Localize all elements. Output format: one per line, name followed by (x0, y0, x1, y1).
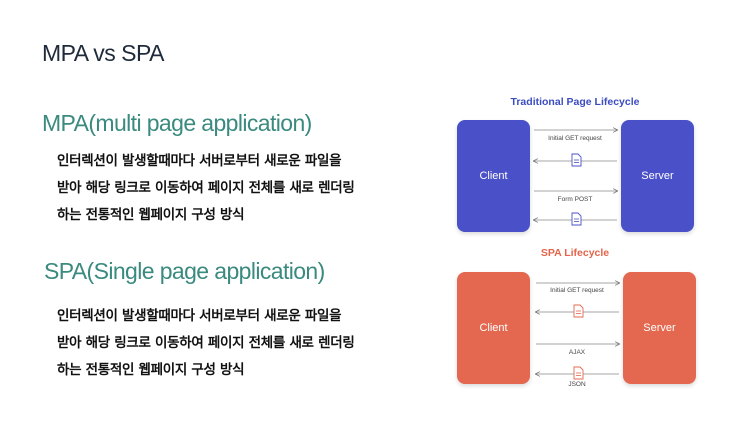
spa-heading: SPA(Single page application) (44, 258, 325, 284)
spa-description-line: 인터렉션이 발생할때마다 서버로부터 새로운 파일을 (57, 308, 342, 324)
html-file-icon (571, 153, 582, 167)
mpa-description-line: 받아 해당 링크로 이동하여 페이지 전체를 새로 렌더링 (57, 180, 355, 196)
spa-lifecycle-title: SPA Lifecycle (540, 247, 610, 259)
mpa-description-line: 하는 전통적인 웹페이지 구성 방식 (57, 207, 245, 223)
mpa-heading: MPA(multi page application) (42, 110, 312, 136)
json-file-icon (573, 366, 584, 380)
spa-description-line: 받아 해당 링크로 이동하여 페이지 전체를 새로 렌더링 (57, 335, 355, 351)
spa-description-line: 하는 전통적인 웹페이지 구성 방식 (57, 362, 245, 378)
spa-server-box: Server (623, 272, 696, 384)
html-file-icon (573, 304, 584, 318)
slide-title: MPA vs SPA (42, 40, 164, 66)
spa-server-label: Server (643, 322, 676, 334)
spa-client-label: Client (479, 322, 508, 334)
mpa-description: 인터렉션이 발생할때마다 서버로부터 새로운 파일을 받아 해당 링크로 이동하… (57, 148, 355, 229)
spa-client-box: Client (457, 272, 530, 384)
traditional-lifecycle-title: Traditional Page Lifecycle (510, 96, 640, 108)
spa-request-label: Initial GET request (550, 287, 604, 294)
traditional-client-box: Client (457, 120, 530, 232)
spa-description: 인터렉션이 발생할때마다 서버로부터 새로운 파일을 받아 해당 링크로 이동하… (57, 303, 355, 384)
spa-ajax-label: AJAX (568, 349, 586, 356)
traditional-server-box: Server (621, 120, 694, 232)
spa-json-label: JSON (568, 381, 586, 388)
html-file-icon (571, 212, 582, 226)
traditional-client-label: Client (479, 170, 508, 182)
traditional-post-label: Form POST (557, 196, 593, 203)
mpa-description-line: 인터렉션이 발생할때마다 서버로부터 새로운 파일을 (57, 153, 342, 169)
traditional-server-label: Server (641, 170, 674, 182)
traditional-request-label: Initial GET request (548, 135, 602, 142)
